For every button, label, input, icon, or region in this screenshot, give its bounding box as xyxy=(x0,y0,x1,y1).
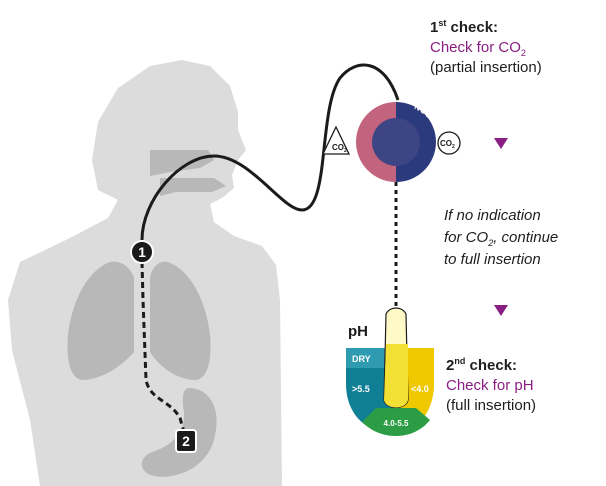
ph-title: pH xyxy=(348,323,368,340)
co2-circle-text: CO2 xyxy=(440,139,455,150)
marker-2-badge xyxy=(175,429,197,453)
check1-heading: 1st check: xyxy=(430,18,498,36)
down-arrow-icon-1 xyxy=(494,138,508,149)
check2-ordinal: nd xyxy=(454,356,466,366)
co2-triangle-icon xyxy=(321,125,351,155)
stomach xyxy=(141,388,217,477)
marker-1-label: 1 xyxy=(138,244,146,260)
co2-circle-icon xyxy=(437,131,461,155)
indicator-center xyxy=(372,118,420,166)
body-silhouette xyxy=(8,60,282,486)
co2-triangle-text: CO2 xyxy=(332,143,347,154)
right-lung xyxy=(150,261,211,380)
check1-action: Check for CO2 xyxy=(430,39,526,58)
check2-note: (full insertion) xyxy=(446,397,537,414)
middle-line-1: If no indication xyxy=(444,207,541,224)
check1-action-text: Check for CO xyxy=(430,39,521,56)
middle-line-2a: for CO xyxy=(444,229,489,246)
check1-action-sub: 2 xyxy=(520,48,526,58)
ph-low-label: <4.0 xyxy=(411,384,429,394)
feeding-tube-solid xyxy=(140,63,400,241)
check2-heading-rest: check: xyxy=(465,357,518,374)
left-lung xyxy=(67,261,134,380)
marker-1-badge xyxy=(130,240,154,264)
check1-note: (partial insertion) xyxy=(430,59,542,76)
ph-dry-label: DRY xyxy=(352,354,371,364)
nasal-passage xyxy=(150,150,214,176)
ph-green-segment xyxy=(362,408,430,436)
middle-line-2b: , continue xyxy=(493,229,559,246)
oral-passage xyxy=(160,178,226,196)
check1-number: 1 xyxy=(430,19,439,36)
middle-line-3: to full insertion xyxy=(444,251,541,268)
check2-number: 2 xyxy=(446,357,455,374)
ph-scale xyxy=(346,307,434,436)
middle-line-2-sub: 2 xyxy=(488,238,494,248)
ph-high-label: >5.5 xyxy=(352,384,370,394)
check2-action: Check for pH xyxy=(446,377,534,394)
marker-2-label: 2 xyxy=(182,433,190,449)
check2-heading: 2nd check: xyxy=(446,356,517,374)
ph-probe-fill xyxy=(384,344,408,408)
feeding-tube-dashed xyxy=(140,261,186,433)
down-arrow-icon-2 xyxy=(494,305,508,316)
ph-dry-band xyxy=(346,348,386,368)
check1-heading-rest: check: xyxy=(446,19,499,36)
check1-ordinal: st xyxy=(438,18,447,28)
middle-line-2: for CO2, continue xyxy=(444,229,558,248)
ph-mid-label: 4.0-5.5 xyxy=(384,419,409,428)
